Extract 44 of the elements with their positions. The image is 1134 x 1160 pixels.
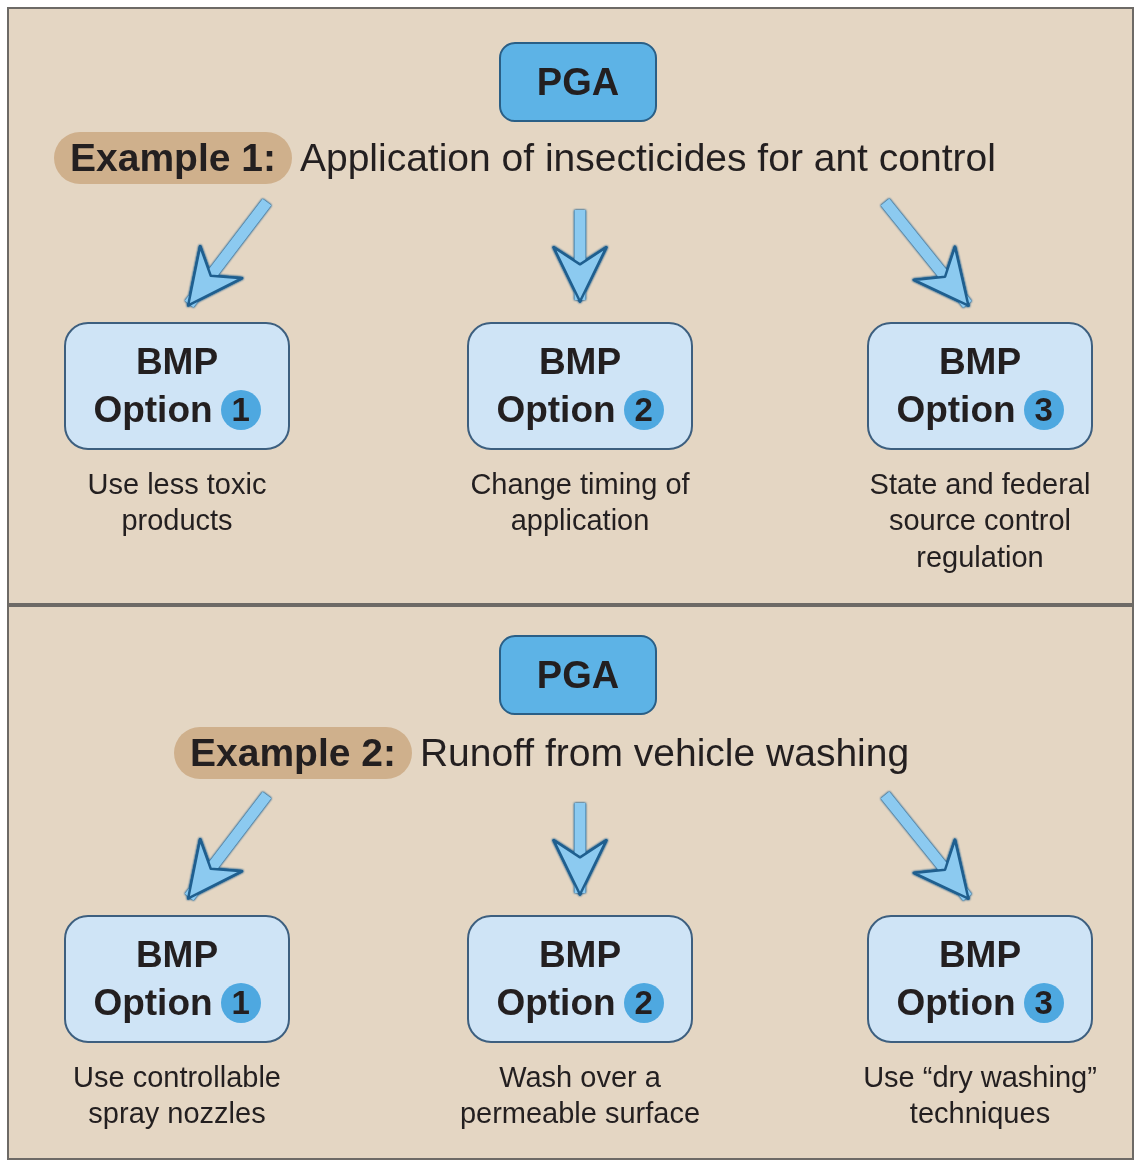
option-box [867, 915, 1093, 1043]
option-title: BMP [938, 339, 1022, 384]
option-label: Option [496, 388, 616, 432]
option-description: State and federal source control regulation [868, 467, 1092, 575]
option-title: BMP [135, 339, 219, 384]
number-badge: 1 [220, 390, 261, 431]
number-badge: 1 [220, 983, 261, 1024]
option-box [467, 322, 693, 450]
panel [7, 605, 1134, 1160]
option-description: Wash over a permeable surface [458, 1060, 702, 1132]
number-badge: 3 [1023, 983, 1064, 1024]
arrow [880, 198, 972, 308]
arrow [880, 791, 972, 901]
option-label: Option [896, 388, 1016, 432]
arrow [552, 803, 608, 896]
example-heading: Application of insecticides for ant control [299, 134, 996, 181]
option-box [467, 915, 693, 1043]
option-box [64, 915, 290, 1043]
option-box [64, 322, 290, 450]
option-title: BMP [938, 932, 1022, 977]
arrow [184, 198, 272, 308]
option-label: Option [93, 388, 213, 432]
option-title: BMP [538, 932, 622, 977]
example-pill: Example 1: [54, 132, 292, 184]
number-badge: 3 [1023, 390, 1064, 431]
option-label: Option [896, 981, 1016, 1025]
pga-box: PGA [499, 42, 657, 122]
option-label: Option [93, 981, 213, 1025]
option-description: Use controllable spray nozzles [72, 1060, 282, 1132]
panel [7, 7, 1134, 605]
option-description: Use “dry washing” techniques [862, 1060, 1098, 1132]
number-badge: 2 [623, 983, 664, 1024]
arrow [552, 210, 608, 303]
option-title: BMP [538, 339, 622, 384]
arrow [184, 791, 272, 901]
number-badge: 2 [623, 390, 664, 431]
example-pill: Example 2: [174, 727, 412, 779]
option-label: Option [496, 981, 616, 1025]
option-box [867, 322, 1093, 450]
option-title: BMP [135, 932, 219, 977]
pga-box: PGA [499, 635, 657, 715]
example-heading: Runoff from vehicle washing [419, 729, 910, 776]
option-description: Use less toxic products [86, 467, 268, 539]
option-description: Change timing of application [469, 467, 691, 539]
